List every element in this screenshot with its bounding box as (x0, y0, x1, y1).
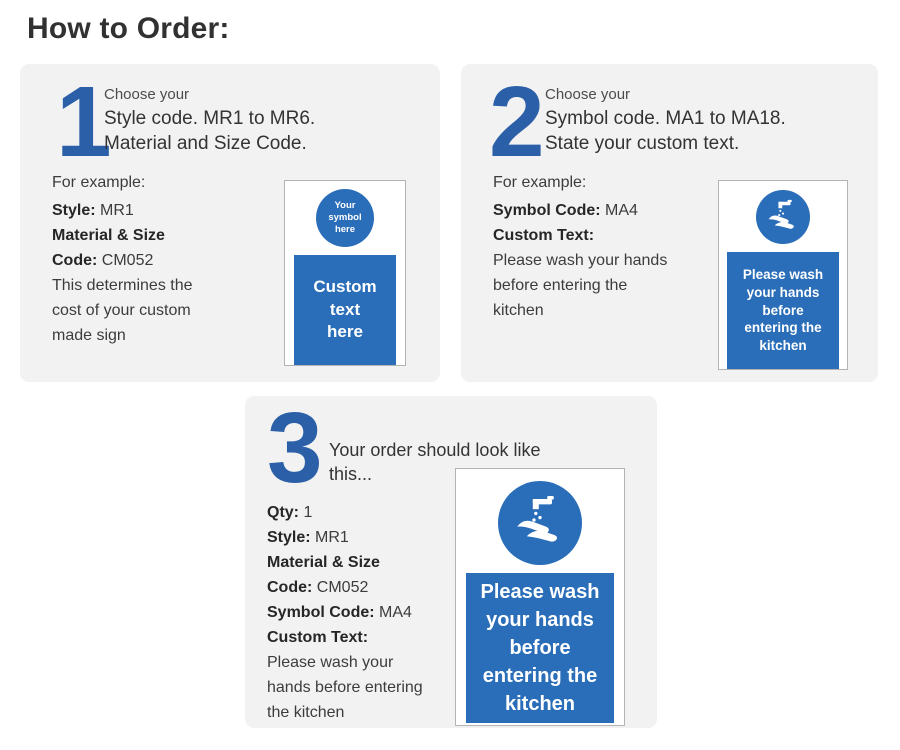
field-code-label: Code: (267, 579, 313, 596)
wash-hands-icon (510, 475, 570, 571)
field-style-label: Style: (52, 202, 96, 219)
step-3-details: Qty: 1 Style: MR1 Material & Size Code: … (267, 500, 425, 725)
sign-preview-final: Please wash your hands before entering t… (455, 468, 625, 726)
step-1-lead: Choose your (104, 86, 190, 103)
field-style-label: Style: (267, 529, 311, 546)
field-qty-label: Qty: (267, 504, 299, 521)
mandatory-symbol-circle (498, 481, 582, 565)
step-2-heading: Choose your Symbol code. MA1 to MA18. St… (545, 86, 786, 156)
wash-hands-icon (764, 180, 802, 254)
field-code-value: CM052 (316, 579, 369, 596)
field-code-label: Code: (52, 252, 98, 269)
field-qty: Qty: 1 (267, 500, 425, 525)
step-2-example-label: For example: (493, 174, 587, 191)
field-custom-text-value: Please wash your hands before entering t… (267, 654, 423, 721)
step-1-card: 1 Choose your Style code. MR1 to MR6. Ma… (20, 64, 440, 382)
field-style-value: MR1 (315, 529, 349, 546)
field-symbol-code: Symbol Code: MA4 (493, 198, 669, 223)
field-style: Style: MR1 (267, 525, 425, 550)
step-2-details: Symbol Code: MA4 Custom Text: Please was… (493, 198, 669, 323)
field-material-size-label: Material & Size (52, 227, 165, 244)
sign-preview-example: Please wash your hands before entering t… (718, 180, 848, 370)
step-3-number: 3 (267, 392, 323, 504)
sign-text-panel: Please wash your hands before entering t… (727, 252, 839, 369)
field-qty-value: 1 (303, 504, 313, 521)
field-code-value: CM052 (101, 252, 154, 269)
field-symbol-code-label: Symbol Code: (267, 604, 375, 621)
step-3-card: 3 Your order should look like this... Qt… (245, 396, 657, 728)
field-symbol-code-value: MA4 (605, 202, 638, 219)
field-code: Code: CM052 (267, 575, 425, 600)
field-symbol-code-value: MA4 (379, 604, 412, 621)
step-2-number: 2 (489, 66, 545, 178)
field-style: Style: MR1 (52, 198, 222, 223)
sign-text-panel: Please wash your hands before entering t… (466, 573, 614, 723)
step-1-heading-line2: Material and Size Code. (104, 133, 307, 154)
step-1-heading: Choose your Style code. MR1 to MR6. Mate… (104, 86, 315, 156)
field-custom-text-value: Please wash your hands before entering t… (493, 252, 668, 319)
mandatory-symbol-circle (756, 190, 810, 244)
field-code: Code: CM052 (52, 248, 222, 273)
step-2-heading-line2: State your custom text. (545, 133, 740, 154)
field-symbol-code-label: Symbol Code: (493, 202, 601, 219)
step-1-number: 1 (56, 66, 112, 178)
field-custom-text-label: Custom Text: (267, 629, 369, 646)
step-2-heading-line1: Symbol code. MA1 to MA18. (545, 108, 786, 129)
step-2-lead: Choose your (545, 86, 631, 103)
step-1-details: Style: MR1 Material & Size Code: CM052 T… (52, 198, 222, 348)
step-1-heading-line1: Style code. MR1 to MR6. (104, 108, 316, 129)
sign-preview-placeholder: Your symbol here Custom text here (284, 180, 406, 366)
field-material-size-label: Material & Size (267, 554, 380, 571)
field-custom-text-label: Custom Text: (493, 227, 595, 244)
step-2-card: 2 Choose your Symbol code. MA1 to MA18. … (461, 64, 878, 382)
symbol-placeholder-circle: Your symbol here (316, 189, 374, 247)
page-title: How to Order: (27, 12, 230, 45)
custom-text-placeholder-panel: Custom text here (294, 255, 396, 365)
field-style-value: MR1 (100, 202, 134, 219)
field-symbol-code: Symbol Code: MA4 (267, 600, 425, 625)
step-1-example-label: For example: (52, 174, 146, 191)
step-1-note: This determines the cost of your custom … (52, 277, 193, 344)
step-3-heading: Your order should look like this... (329, 440, 541, 484)
